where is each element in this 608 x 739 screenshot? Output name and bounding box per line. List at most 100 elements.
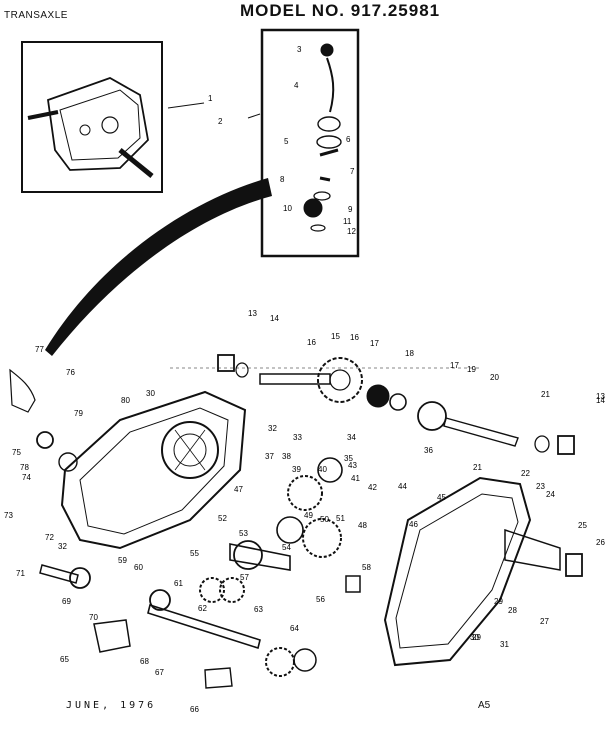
callout: 22 [521, 469, 530, 478]
callout: 35 [344, 454, 353, 463]
model-number: MODEL NO. 917.25981 [240, 1, 441, 20]
callout: 33 [293, 433, 302, 442]
callout: 30 [470, 633, 479, 642]
callout: 72 [45, 533, 54, 542]
callout: 67 [155, 668, 164, 677]
callout: 15 [331, 332, 340, 341]
callout: 13 [596, 392, 605, 401]
callout: 16 [307, 338, 316, 347]
callout: 21 [541, 390, 550, 399]
callout: 13 [248, 309, 257, 318]
callout: 25 [578, 521, 587, 530]
callout: 76 [66, 368, 75, 377]
callout: 17 [450, 361, 459, 370]
callout: 53 [239, 529, 248, 538]
callout: 55 [190, 549, 199, 558]
callout: 68 [140, 657, 149, 666]
callout: 73 [4, 511, 13, 520]
callout: 32 [58, 542, 67, 551]
callout: 2 [218, 117, 223, 126]
inset-assembled-transaxle [21, 41, 163, 193]
right-case-half [383, 476, 583, 667]
callout: 16 [350, 333, 359, 342]
callout: 3 [297, 45, 302, 54]
callout: 48 [358, 521, 367, 530]
callout: 32 [268, 424, 277, 433]
callout: 80 [121, 396, 130, 405]
callout: 59 [118, 556, 127, 565]
callout: 34 [347, 433, 356, 442]
callout: 61 [174, 579, 183, 588]
revision-date: JUNE, 1976 [66, 700, 157, 711]
inset-shift-lever [260, 28, 360, 258]
left-case-half [60, 390, 247, 550]
callout: 60 [134, 563, 143, 572]
callout: 78 [20, 463, 29, 472]
callout: 19 [467, 365, 476, 374]
callout: 58 [362, 563, 371, 572]
callout: 10 [283, 204, 292, 213]
callout: 63 [254, 605, 263, 614]
callout: 57 [240, 573, 249, 582]
callout: 70 [89, 613, 98, 622]
callout: 4 [294, 81, 299, 90]
callout: 79 [74, 409, 83, 418]
callout: 6 [346, 135, 351, 144]
callout: 29 [494, 597, 503, 606]
callout: 44 [398, 482, 407, 491]
page-code: A5 [478, 700, 491, 711]
callout: 49 [304, 511, 313, 520]
callout: 1 [208, 94, 213, 103]
callout: 29 [472, 633, 481, 642]
callout: 45 [437, 493, 446, 502]
callout: 65 [60, 655, 69, 664]
callout: 62 [198, 604, 207, 613]
callout: 42 [368, 483, 377, 492]
callout: 50 [320, 515, 329, 524]
callout: 26 [596, 538, 605, 547]
callout: 5 [284, 137, 289, 146]
callout: 27 [540, 617, 549, 626]
callout: 12 [347, 227, 356, 236]
callout: 11 [343, 217, 352, 226]
callout: 36 [424, 446, 433, 455]
callout: 71 [16, 569, 25, 578]
callout: 30 [146, 389, 155, 398]
callout: 31 [500, 640, 509, 649]
gear-cluster [147, 457, 361, 677]
callout: 40 [318, 465, 327, 474]
callout: 14 [270, 314, 279, 323]
callout: 38 [282, 452, 291, 461]
callout: 66 [190, 705, 199, 714]
callout: 7 [350, 167, 355, 176]
callout: 23 [536, 482, 545, 491]
callout: 14 [596, 396, 605, 405]
callout: 17 [370, 339, 379, 348]
callout: 51 [336, 514, 345, 523]
callout: 37 [265, 452, 274, 461]
callout: 8 [280, 175, 285, 184]
callout: 56 [316, 595, 325, 604]
callout: 21 [473, 463, 482, 472]
callout: 41 [351, 474, 360, 483]
callout-labels: 1 2 3 4 5 6 7 8 9 10 11 12 13 14 15 16 1… [4, 45, 605, 714]
small-parts-left [9, 368, 233, 689]
callout: 9 [348, 205, 353, 214]
callout: 47 [234, 485, 243, 494]
callout: 74 [22, 473, 31, 482]
callout: 75 [12, 448, 21, 457]
callout: 43 [348, 461, 357, 470]
callout: 20 [490, 373, 499, 382]
section-title: TRANSAXLE [4, 10, 68, 21]
callout: 54 [282, 543, 291, 552]
callout: 64 [290, 624, 299, 633]
callout: 24 [546, 490, 555, 499]
callout: 52 [218, 514, 227, 523]
callout: 77 [35, 345, 44, 354]
upper-axle-assembly [170, 354, 575, 455]
callout: 46 [409, 520, 418, 529]
callout: 39 [292, 465, 301, 474]
callout: 28 [508, 606, 517, 615]
